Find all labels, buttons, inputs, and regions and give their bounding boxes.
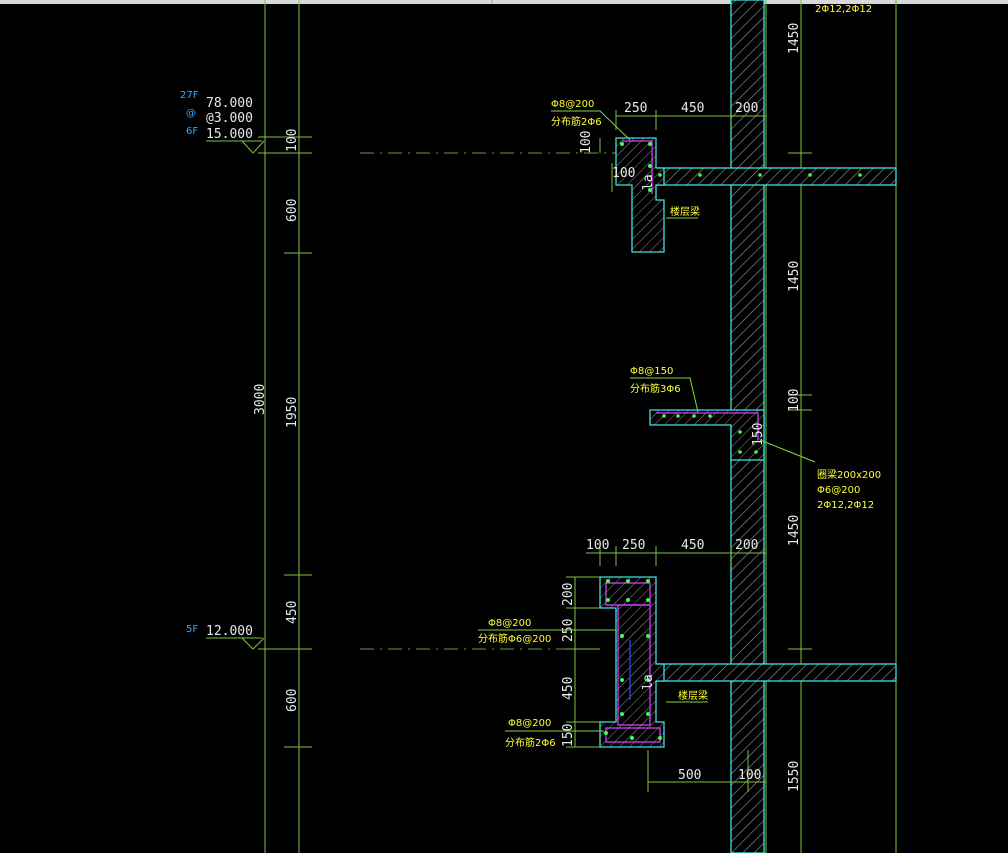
floor-label-27f: 27F [180,90,199,101]
dim-1950: 1950 [285,397,300,428]
bot-v-450: 450 [561,677,576,700]
right-dim-1550: 1550 [787,761,802,792]
top-dim-200: 200 [735,101,758,116]
viewport-top-bar [0,0,1008,4]
level-marker-top: 27F @ 6F 78.000 @3.000 15.000 [180,90,265,154]
mid-beam-bars: 2Φ12,2Φ12 [817,500,874,511]
mid-rebar-dist: 分布筋3Φ6 [630,382,681,395]
top-dim-100-v: 100 [579,131,594,154]
top-floor-beam: 楼层梁 [670,205,700,218]
right-dimensions: 2Φ12,2Φ12 1450 1450 100 1450 1550 [787,4,872,792]
dim-450-left: 450 [285,601,300,624]
dim-600-top: 600 [285,199,300,222]
bot-dim-100: 100 [586,538,609,553]
elevation-78: 78.000 [206,96,253,111]
floor-label-6f: 6F [186,126,198,137]
top-dim-450: 450 [681,101,704,116]
level-marker-bottom: 5F 12.000 [186,624,265,650]
mid-canopy-detail: Φ8@150 分布筋3Φ6 150 圈梁200x200 Φ6@200 2Φ12,… [630,366,881,511]
bot-rebar-a-dist: 分布筋Φ6@200 [478,632,551,645]
bot-v-150: 150 [561,724,576,747]
bottom-detail-dims: 100 250 450 200 200 250 450 150 Φ8@200 分… [478,538,767,792]
top-dim-250: 250 [624,101,647,116]
right-dim-100: 100 [787,389,802,412]
bot-dim-250: 250 [622,538,645,553]
top-dim-la: la [641,174,656,190]
mid-beam-size: 圈梁200x200 [817,468,881,481]
bot-rebar-a: Φ8@200 [488,618,531,629]
vertical-grid-lines [264,0,897,853]
right-dim-1450-a: 1450 [787,23,802,54]
elevation-12: 12.000 [206,624,253,639]
left-dimensions: 3000 100 600 1950 450 600 [253,129,300,712]
bot-dim-500: 500 [678,768,701,783]
mid-rebar-main: Φ8@150 [630,366,673,377]
right-dim-1450-b: 1450 [787,261,802,292]
bot-rebar-b-dist: 分布筋2Φ6 [505,736,556,749]
floor-level-lines [360,152,616,650]
dim-600-bottom: 600 [285,689,300,712]
bot-dim-la: la [641,674,656,690]
floor-label-5f: 5F [186,624,198,635]
elevation-spacing: @3.000 [206,111,253,126]
elevation-15: 15.000 [206,127,253,142]
dim-3000: 3000 [253,384,268,415]
bottom-slab-detail [599,576,897,748]
mid-dim-150: 150 [751,423,766,446]
bot-dim-100-b: 100 [738,768,761,783]
bot-dim-450: 450 [681,538,704,553]
bot-rebar-b: Φ8@200 [508,718,551,729]
at-symbol: @ [186,108,196,119]
top-detail-dims: 250 450 200 100 100 la Φ8@200 分布筋2Φ6 楼层梁 [551,99,767,219]
top-slab-detail [615,137,897,253]
mid-beam-stirrup: Φ6@200 [817,485,860,496]
bot-floor-beam: 楼层梁 [678,689,708,702]
dim-100-left: 100 [285,129,300,152]
top-rebar-dist: 分布筋2Φ6 [551,115,602,128]
right-top-partial: 2Φ12,2Φ12 [815,4,872,15]
right-dim-1450-c: 1450 [787,515,802,546]
left-dimension-ticks [258,136,312,748]
top-rebar-main: Φ8@200 [551,99,594,110]
bot-dim-200: 200 [735,538,758,553]
bot-v-200: 200 [561,583,576,606]
top-dim-100-h: 100 [612,166,635,181]
